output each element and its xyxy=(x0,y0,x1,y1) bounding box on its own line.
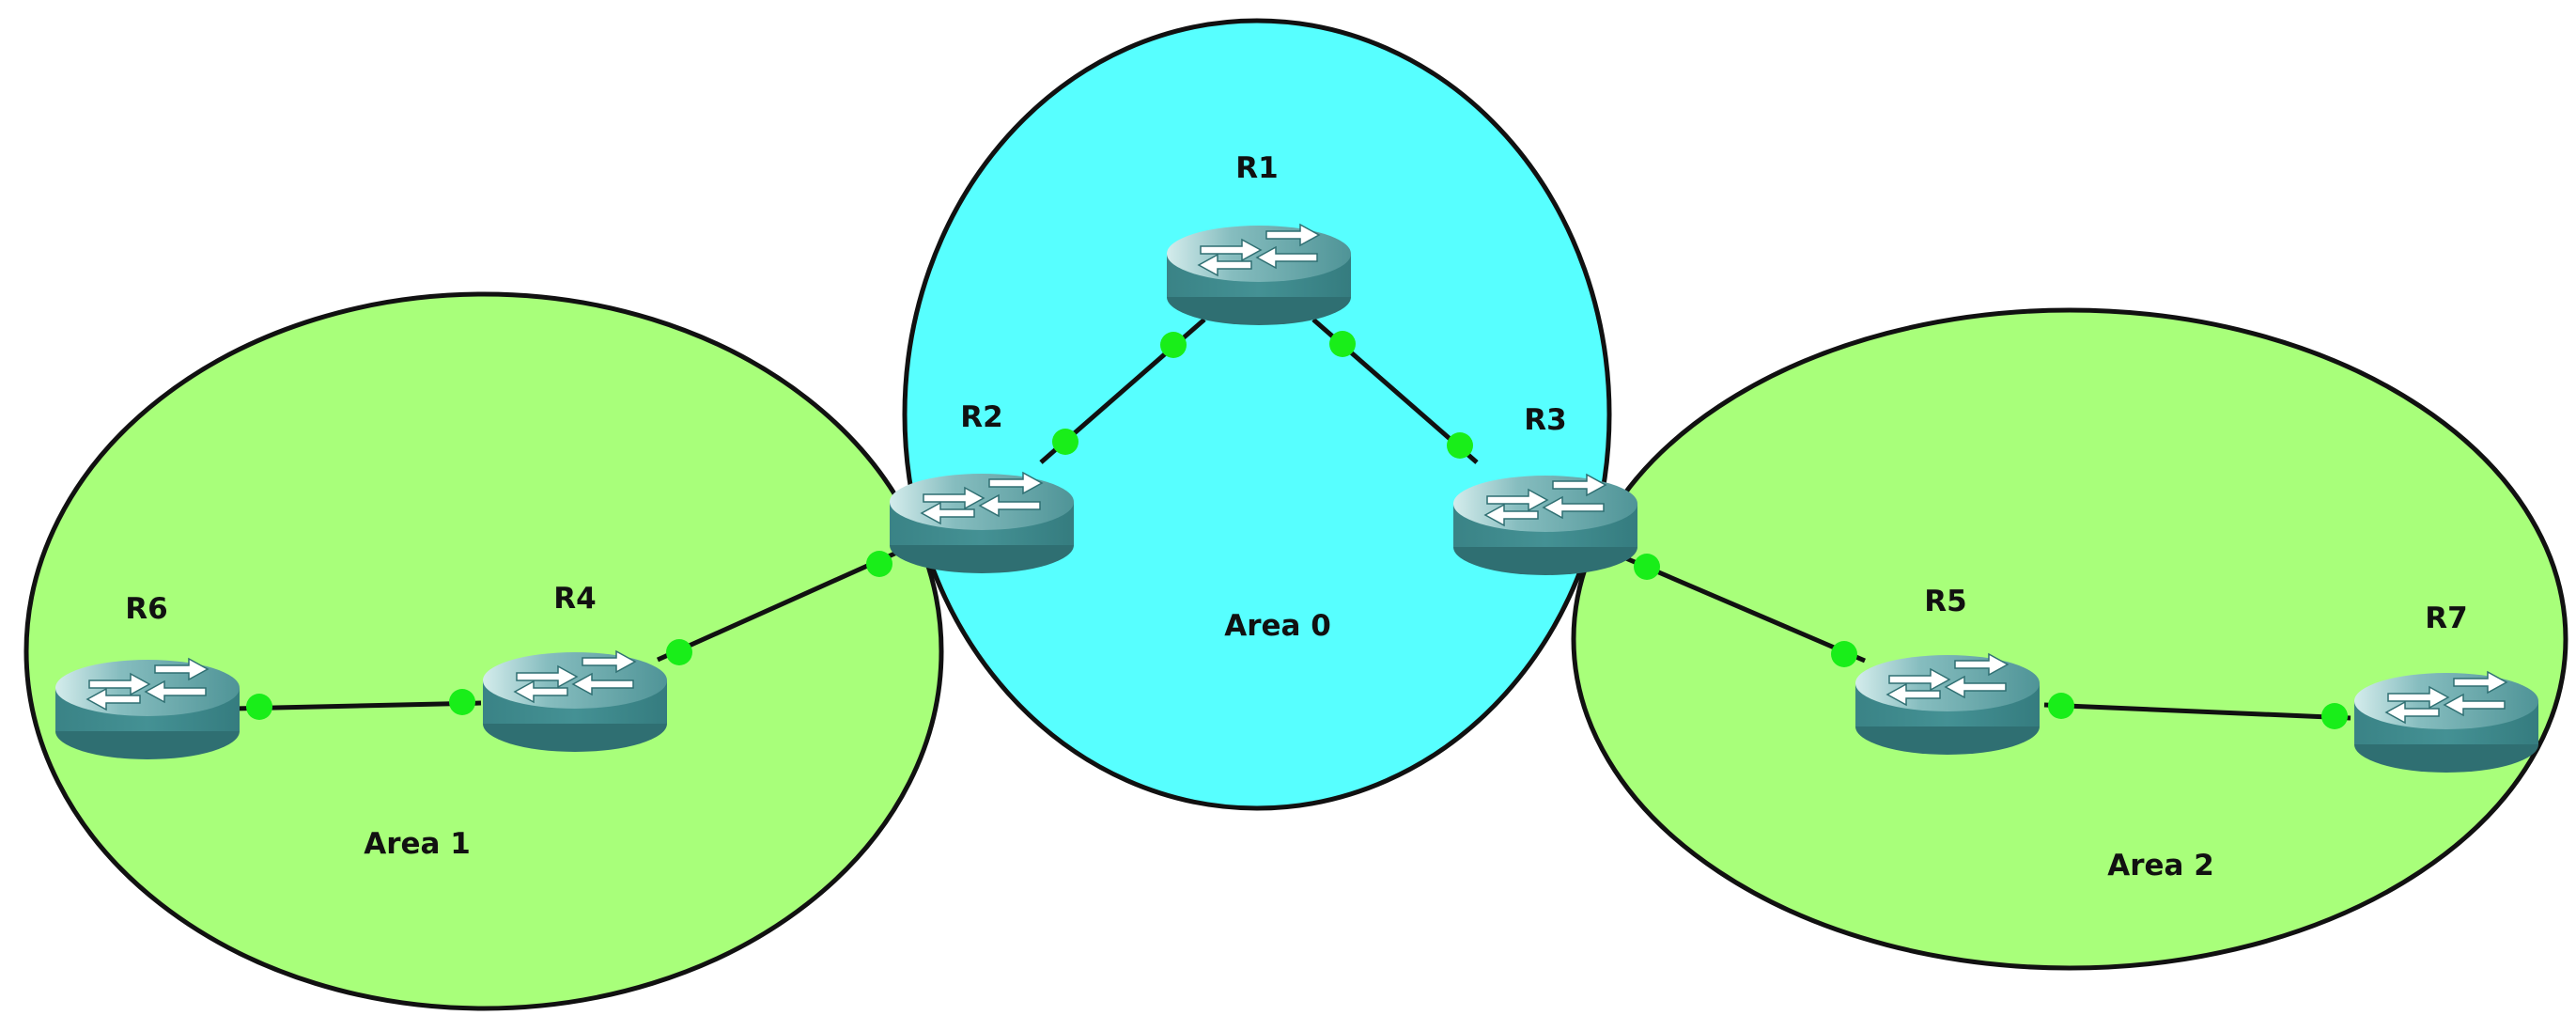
router-icon xyxy=(1452,474,1638,576)
router-icon xyxy=(1166,224,1352,326)
router-label-r5: R5 xyxy=(1924,585,1966,618)
interface-dot[interactable] xyxy=(1634,554,1660,580)
interface-dot[interactable] xyxy=(866,551,892,577)
interface-dot[interactable] xyxy=(1160,332,1187,358)
interface-dot[interactable] xyxy=(246,694,272,720)
interface-dot[interactable] xyxy=(666,639,692,665)
area-label-area0: Area 0 xyxy=(1224,609,1331,643)
interface-dot[interactable] xyxy=(449,689,475,715)
interface-dot[interactable] xyxy=(1831,641,1857,667)
router-r1[interactable] xyxy=(1166,224,1352,326)
router-r3[interactable] xyxy=(1452,474,1638,576)
link-r5-r7 xyxy=(2043,702,2351,721)
link-r4-r6 xyxy=(232,700,482,711)
interface-dot[interactable] xyxy=(1052,429,1079,455)
router-icon xyxy=(54,658,241,760)
router-label-r1: R1 xyxy=(1235,151,1278,185)
area-1-region xyxy=(23,291,944,1011)
interface-dot[interactable] xyxy=(1447,432,1473,459)
router-label-r6: R6 xyxy=(125,592,167,626)
router-label-r3: R3 xyxy=(1524,403,1566,437)
router-icon xyxy=(1854,653,2041,756)
area-label-area2: Area 2 xyxy=(2107,849,2214,883)
area-2-region xyxy=(1571,307,2568,971)
interface-dot[interactable] xyxy=(2048,693,2074,719)
interface-dot[interactable] xyxy=(1329,331,1356,357)
router-icon xyxy=(482,650,668,753)
router-label-r4: R4 xyxy=(553,582,596,616)
router-r4[interactable] xyxy=(482,650,668,753)
router-r7[interactable] xyxy=(2353,671,2539,773)
router-r2[interactable] xyxy=(889,472,1075,574)
area-label-area1: Area 1 xyxy=(364,827,471,861)
area-0-region xyxy=(902,18,1612,811)
router-r5[interactable] xyxy=(1854,653,2041,756)
router-icon xyxy=(2353,671,2539,773)
router-icon xyxy=(889,472,1075,574)
interface-dots xyxy=(246,331,2348,729)
router-label-r7: R7 xyxy=(2425,601,2467,635)
router-r6[interactable] xyxy=(54,658,241,760)
interface-dot[interactable] xyxy=(2321,703,2348,729)
router-label-r2: R2 xyxy=(960,400,1002,434)
